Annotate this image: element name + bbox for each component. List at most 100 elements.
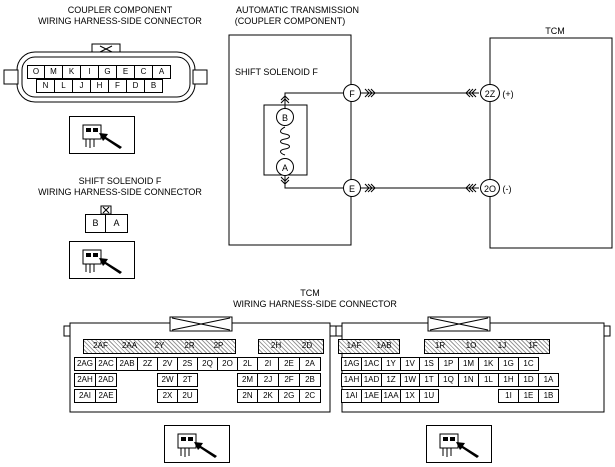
tcm-pin-2A: 2A [299, 357, 321, 371]
tcm-pin-2R: 2R [184, 341, 195, 350]
tcm-pin-2L: 2L [237, 357, 258, 371]
minus-label: (-) [502, 184, 512, 194]
solenoid-conn-title: SHIFT SOLENOID F [78, 176, 162, 186]
connector-view-icon [164, 425, 230, 463]
tcm-pin-1AB: 1AB [376, 341, 392, 350]
tcm-pin-1Z: 1Z [381, 373, 401, 387]
tcm-pin-1L: 1L [478, 373, 499, 387]
tcm-pin-2W: 2W [157, 373, 178, 387]
tcm-pin-1G: 1G [498, 357, 519, 371]
tcm-right-row1-group [424, 339, 550, 354]
coupler-subtitle: WIRING HARNESS-SIDE CONNECTOR [38, 16, 202, 26]
tcm-pin-1F: 1F [528, 341, 538, 350]
tcm-pin-1X: 1X [400, 389, 420, 403]
tcm-pin-1E: 1E [518, 389, 539, 403]
tcm-pin-2U: 2U [177, 389, 198, 403]
tcm-pin-1M: 1M [458, 357, 479, 371]
coupler-title: COUPLER COMPONENT [67, 5, 173, 15]
tcm-pin-2M: 2M [237, 373, 258, 387]
node-a: A [276, 158, 294, 176]
solenoid-pin-B: B [85, 214, 106, 233]
tcm-pin-2AA: 2AA [121, 341, 138, 350]
tcm-pin-1C: 1C [518, 357, 539, 371]
tcm-pin-2AH: 2AH [74, 373, 96, 387]
at-title: AUTOMATIC TRANSMISSION [235, 5, 359, 15]
tcm-left-row1-group [83, 339, 236, 354]
at-subtitle: (COUPLER COMPONENT) [234, 16, 346, 26]
tcm-pin-1I: 1I [498, 389, 519, 403]
tcm-pin-2N: 2N [237, 389, 258, 403]
tcm-pin-1AA: 1AA [381, 389, 401, 403]
tcm-pin-2Q: 2Q [197, 357, 218, 371]
coupler-pin-J: J [72, 79, 91, 93]
node-f: F [343, 84, 361, 102]
tcm-pin-2S: 2S [177, 357, 198, 371]
connector-view-icon [426, 425, 492, 463]
tcm-pin-1S: 1S [419, 357, 439, 371]
tcm-pin-2AE: 2AE [95, 389, 117, 403]
tcm-pin-1AF: 1AF [346, 341, 362, 350]
tcm-pin-2V: 2V [157, 357, 178, 371]
tcm-pin-1O: 1O [465, 341, 477, 350]
tcm-pin-1AI: 1AI [341, 389, 362, 403]
tcm-pin-2O: 2O [217, 357, 238, 371]
tcm-pin-1Y: 1Y [381, 357, 401, 371]
tcm-pin-1H: 1H [498, 373, 519, 387]
tcm-pin-1V: 1V [400, 357, 420, 371]
coupler-pin-C: C [134, 65, 153, 79]
tcm-conn-title: TCM [300, 288, 320, 298]
coupler-pin-A: A [152, 65, 171, 79]
connector-view-icon [69, 241, 135, 279]
tcm-pin-1K: 1K [478, 357, 499, 371]
tcm-conn-subtitle: WIRING HARNESS-SIDE CONNECTOR [233, 299, 397, 309]
tcm-pin-2C: 2C [299, 389, 321, 403]
node-b: B [276, 108, 294, 126]
tcm-pin-1AG: 1AG [341, 357, 362, 371]
tcm-pin-2AF: 2AF [93, 341, 108, 350]
tcm-pin-2B: 2B [299, 373, 321, 387]
tcm-right-row1-group [338, 339, 400, 354]
tcm-pin-2T: 2T [177, 373, 198, 387]
tcm-pin-1AC: 1AC [361, 357, 382, 371]
tcm-label: TCM [545, 26, 565, 36]
plus-label: (+) [502, 89, 514, 99]
tcm-pin-2AG: 2AG [74, 357, 96, 371]
tcm-pin-2I: 2I [257, 357, 279, 371]
tcm-pin-1B: 1B [538, 389, 559, 403]
tcm-pin-1T: 1T [419, 373, 439, 387]
tcm-pin-2Y: 2Y [154, 341, 165, 350]
tcm-pin-1AH: 1AH [341, 373, 362, 387]
tcm-pin-2P: 2P [213, 341, 224, 350]
tcm-pin-1Q: 1Q [438, 373, 459, 387]
tcm-pin-2AD: 2AD [95, 373, 117, 387]
tcm-pin-2AB: 2AB [116, 357, 138, 371]
tcm-pin-1W: 1W [400, 373, 420, 387]
tcm-pin-1R: 1R [434, 341, 446, 350]
tcm-pin-2AI: 2AI [74, 389, 96, 403]
tcm-pin-2X: 2X [157, 389, 178, 403]
tcm-pin-1U: 1U [419, 389, 439, 403]
tcm-pin-2F: 2F [278, 373, 300, 387]
node-e: E [343, 179, 361, 197]
node-2z: 2Z [480, 84, 500, 102]
tcm-pin-2J: 2J [257, 373, 279, 387]
tcm-pin-2D: 2D [301, 341, 313, 350]
coupler-pin-B: B [144, 79, 163, 93]
tcm-pin-1AD: 1AD [361, 373, 382, 387]
connector-view-icon [69, 116, 135, 154]
tcm-pin-1D: 1D [518, 373, 539, 387]
tcm-pin-2K: 2K [257, 389, 279, 403]
solenoid-conn-subtitle: WIRING HARNESS-SIDE CONNECTOR [38, 187, 202, 197]
solenoid-label: SHIFT SOLENOID F [235, 67, 318, 77]
node-2o: 2O [480, 179, 500, 197]
tcm-pin-1A: 1A [538, 373, 559, 387]
tcm-pin-2Z: 2Z [137, 357, 158, 371]
tcm-pin-1P: 1P [438, 357, 459, 371]
tcm-pin-1N: 1N [458, 373, 479, 387]
tcm-pin-2AC: 2AC [95, 357, 117, 371]
tcm-pin-1J: 1J [497, 341, 507, 350]
solenoid-pin-A: A [105, 214, 128, 233]
tcm-left-row1-group [258, 339, 324, 354]
tcm-pin-2E: 2E [278, 357, 300, 371]
